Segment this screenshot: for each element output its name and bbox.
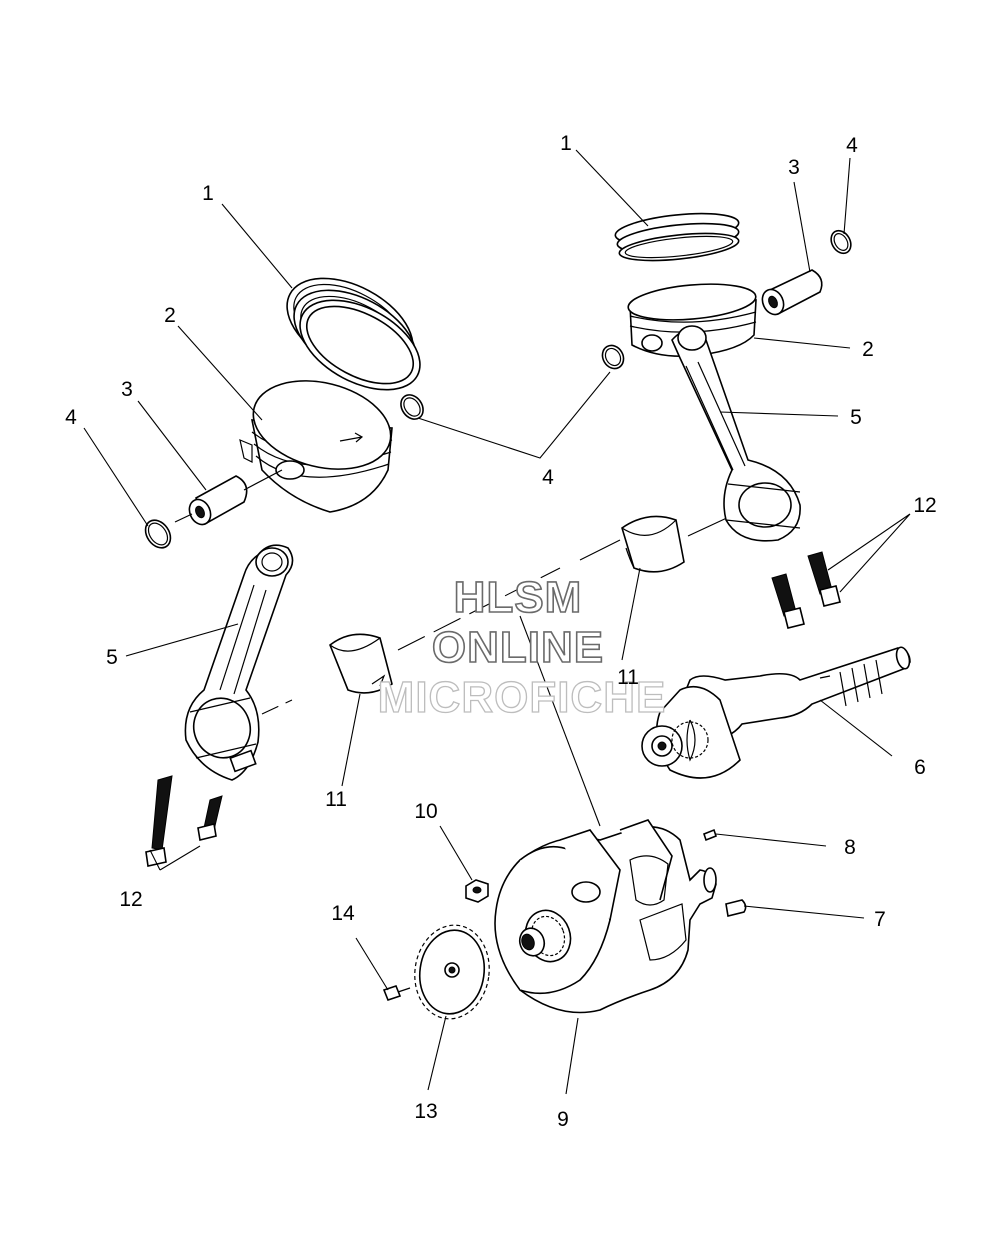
callout-12: 12 bbox=[119, 888, 142, 911]
bearing-shell-right bbox=[621, 515, 685, 573]
callout-4-right: 4 bbox=[846, 134, 858, 157]
watermark-line-3: MICROFICHE bbox=[378, 673, 667, 722]
watermark: HLSM ONLINE MICROFICHE bbox=[377, 572, 667, 722]
rod-bolt-left-2 bbox=[197, 795, 223, 841]
bearing-shell-left bbox=[329, 633, 393, 694]
dowel-pin bbox=[725, 899, 747, 917]
output-shaft bbox=[641, 646, 911, 779]
piston-rings-right bbox=[614, 212, 740, 262]
callout-12-right: 12 bbox=[913, 494, 936, 517]
callout-4-mid: 4 bbox=[542, 466, 554, 489]
callout-6: 6 bbox=[914, 756, 926, 779]
circlip-left bbox=[144, 519, 172, 549]
connecting-rod-left bbox=[184, 544, 294, 781]
callout-1: 1 bbox=[202, 182, 214, 205]
callout-14: 14 bbox=[331, 902, 355, 925]
callout-1-right: 1 bbox=[560, 132, 572, 155]
callout-9: 9 bbox=[557, 1108, 569, 1131]
callout-11-right: 11 bbox=[617, 666, 639, 689]
wrist-pin-right bbox=[761, 269, 823, 316]
rod-bolt-right-2 bbox=[807, 551, 841, 607]
callout-10: 10 bbox=[414, 800, 437, 823]
crankshaft bbox=[494, 819, 717, 1014]
callout-13: 13 bbox=[414, 1100, 437, 1123]
callout-11: 11 bbox=[325, 788, 347, 811]
callout-5: 5 bbox=[106, 646, 118, 669]
wrist-pin-left bbox=[174, 469, 283, 526]
circlip-right-mid bbox=[601, 344, 625, 370]
callout-3: 3 bbox=[121, 378, 133, 401]
callout-8: 8 bbox=[844, 836, 856, 859]
trigger-wheel bbox=[414, 924, 490, 1020]
callout-2: 2 bbox=[164, 304, 176, 327]
key bbox=[703, 828, 717, 842]
callout-2-right: 2 bbox=[862, 338, 874, 361]
rod-bolt-right-1 bbox=[771, 573, 805, 629]
callouts: 1 2 3 4 5 11 12 1 3 4 2 5 4 12 11 6 8 7 … bbox=[65, 132, 937, 1131]
piston-left bbox=[239, 380, 393, 513]
leader-lines bbox=[83, 149, 911, 1095]
rod-bolt-left-1 bbox=[145, 775, 173, 867]
callout-7: 7 bbox=[874, 908, 886, 931]
circlip-right-top bbox=[830, 229, 852, 255]
callout-5-right: 5 bbox=[850, 406, 862, 429]
callout-4: 4 bbox=[65, 406, 77, 429]
callout-3-right: 3 bbox=[788, 156, 800, 179]
nut bbox=[465, 879, 489, 903]
watermark-line-1: HLSM bbox=[454, 573, 583, 622]
circlip-mid bbox=[400, 394, 424, 420]
bolt-small bbox=[382, 985, 411, 1001]
piston-rings-left bbox=[286, 277, 421, 391]
connecting-rod-right bbox=[671, 325, 801, 542]
watermark-line-2: ONLINE bbox=[432, 623, 604, 672]
